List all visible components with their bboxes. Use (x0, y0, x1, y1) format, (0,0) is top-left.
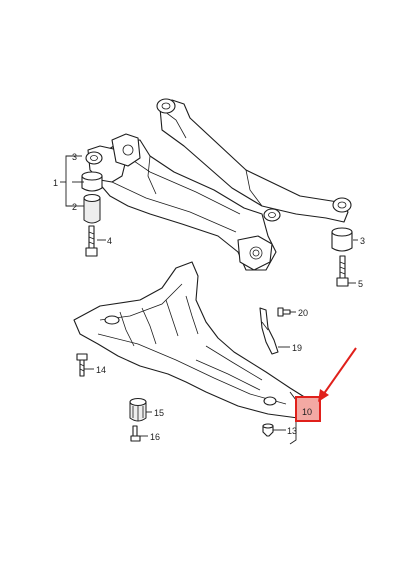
bolt-5 (336, 255, 349, 287)
nut-13 (262, 423, 274, 437)
callout-16: 16 (150, 432, 160, 442)
callout-labels: 1 3 2 4 3 5 20 19 14 15 16 13 (53, 152, 365, 442)
highlight-part-10: 10 (295, 396, 321, 422)
callout-5: 5 (358, 279, 363, 289)
callout-4: 4 (107, 236, 112, 246)
mount-15 (129, 397, 147, 422)
underbody-guard (73, 261, 309, 419)
red-arrow-pointer (318, 347, 357, 402)
callout-15: 15 (154, 408, 164, 418)
callout-20: 20 (298, 308, 308, 318)
callout-3-right: 3 (360, 236, 365, 246)
spacer-left (83, 193, 101, 224)
bolt-20 (277, 307, 291, 317)
bolt-14 (76, 353, 88, 377)
rear-subframe (85, 98, 352, 271)
callout-19: 19 (292, 343, 302, 353)
leader-lines (60, 155, 358, 445)
bracket-19 (259, 307, 279, 355)
bushing-right (331, 227, 353, 252)
callout-1: 1 (53, 178, 58, 188)
callout-14: 14 (96, 365, 106, 375)
callout-3-left: 3 (72, 152, 77, 162)
bolt-16 (130, 425, 141, 442)
callout-13: 13 (287, 426, 297, 436)
callout-10: 10 (302, 407, 312, 417)
bushing-left (81, 171, 103, 192)
bolt-4 (85, 225, 98, 257)
callout-2: 2 (72, 202, 77, 212)
